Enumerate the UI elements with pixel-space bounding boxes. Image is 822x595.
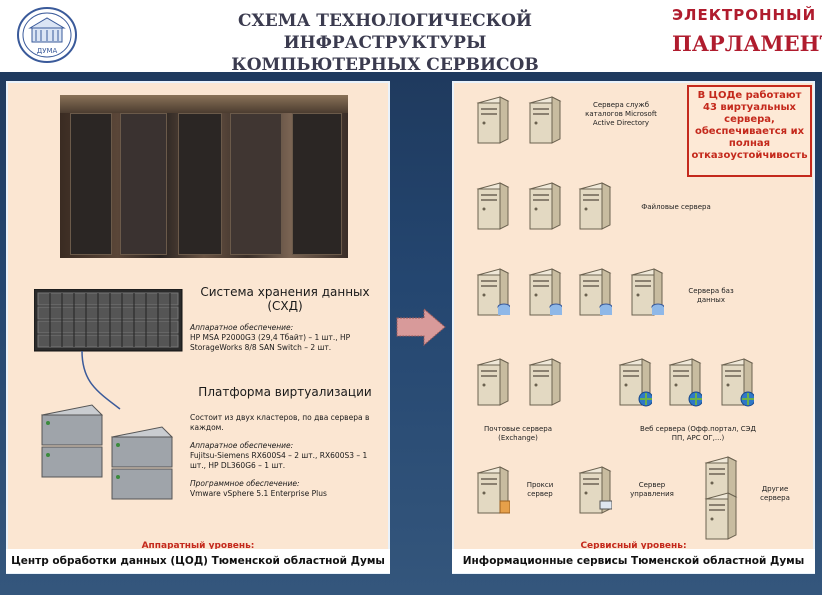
proxy-server-label: Прокси сервер xyxy=(526,481,554,498)
file-server-icon xyxy=(579,182,611,230)
database-server-icon xyxy=(631,268,664,316)
storage-hw-line-2: StorageWorks 8/8 SAN Switch – 2 шт. xyxy=(190,343,332,352)
other-server-icon xyxy=(705,492,737,540)
mail-servers-label: Почтовые сервера (Exchange) xyxy=(484,425,552,442)
directory-server-icon xyxy=(477,96,509,144)
photo-rack xyxy=(120,113,167,255)
hardware-level-label: Аппаратный уровень: xyxy=(141,541,255,551)
storage-title: Система хранения данных (СХД) xyxy=(190,285,380,313)
virt-desc-line-1: Состоит из двух кластеров, по два сервер… xyxy=(190,413,370,422)
virtualization-servers-icon xyxy=(40,404,174,500)
mail-server-icon xyxy=(477,358,509,406)
connector-line xyxy=(81,351,121,410)
photo-rack xyxy=(292,113,342,255)
storage-array-icon xyxy=(34,289,183,352)
storage-hw-line-1: HP MSA P2000G3 (29,4 Тбайт) – 1 шт., HP xyxy=(190,333,351,342)
directory-servers-label: Сервера служб каталогов Microsoft Active… xyxy=(585,101,657,127)
directory-server-icon xyxy=(529,96,561,144)
title-line-2: КОМПЬЮТЕРНЫХ СЕРВИСОВ xyxy=(231,55,539,75)
virt-description: Состоит из двух кластеров, по два сервер… xyxy=(190,413,386,433)
other-servers-label: Другие сервера xyxy=(760,485,790,502)
storage-title-line-2: (СХД) xyxy=(267,299,303,313)
svg-text:ДУМА: ДУМА xyxy=(37,47,58,55)
brand-line-2: ПАРЛАМЕНТ xyxy=(672,31,822,56)
database-server-icon xyxy=(477,268,510,316)
datacenter-photo xyxy=(60,95,348,258)
virt-desc-line-2: каждом. xyxy=(190,423,224,432)
photo-rack xyxy=(178,113,222,255)
file-server-icon xyxy=(529,182,561,230)
virtual-servers-note: В ЦОДе работают 43 виртуальных сервера, … xyxy=(687,85,812,177)
virt-hw-label: Аппаратное обеспечение: xyxy=(190,441,294,450)
virt-sw-label: Программное обеспечение: xyxy=(190,479,300,488)
arrow-right-icon xyxy=(396,308,446,346)
web-servers-label: Веб сервера (Офф.портал, СЭД ПП, АРС ОГ,… xyxy=(640,425,756,442)
hardware-panel: Система хранения данных (СХД) Аппаратное… xyxy=(6,81,390,574)
web-server-icon xyxy=(669,358,702,407)
title-line-1: СХЕМА ТЕХНОЛОГИЧЕСКОЙ ИНФРАСТРУКТУРЫ xyxy=(238,11,532,53)
hardware-footer: Центр обработки данных (ЦОД) Тюменской о… xyxy=(6,549,390,573)
page-title: СХЕМА ТЕХНОЛОГИЧЕСКОЙ ИНФРАСТРУКТУРЫ КОМ… xyxy=(140,10,630,76)
header-bar: ДУМА СХЕМА ТЕХНОЛОГИЧЕСКОЙ ИНФРАСТРУКТУР… xyxy=(0,0,822,75)
services-footer: Информационные сервисы Тюменской областн… xyxy=(452,549,815,573)
photo-rack xyxy=(70,113,112,255)
services-level-label: Сервисный уровень: xyxy=(580,541,687,551)
photo-rack xyxy=(230,113,282,255)
web-server-icon xyxy=(619,358,652,407)
virt-hw-line-1: Fujitsu-Siemens RX600S4 – 2 шт., RX600S3… xyxy=(190,451,368,460)
virt-sw-line-1: Vmware vSphere 5.1 Enterprise Plus xyxy=(190,489,327,498)
duma-logo-icon: ДУМА xyxy=(17,7,77,63)
database-server-icon xyxy=(529,268,562,316)
virt-software: Программное обеспечение: Vmware vSphere … xyxy=(190,479,386,499)
virt-hardware: Аппаратное обеспечение: Fujitsu-Siemens … xyxy=(190,441,386,471)
storage-hw-label: Аппаратное обеспечение: xyxy=(190,323,294,332)
virt-title: Платформа виртуализации xyxy=(198,385,372,399)
storage-title-line-1: Система хранения данных xyxy=(200,285,370,299)
mail-server-icon xyxy=(529,358,561,406)
brand-line-1: ЭЛЕКТРОННЫЙ xyxy=(672,6,817,24)
database-servers-label: Сервера баз данных xyxy=(688,287,734,304)
proxy-server-icon xyxy=(477,466,510,514)
file-server-icon xyxy=(477,182,509,230)
database-server-icon xyxy=(579,268,612,316)
management-server-icon xyxy=(579,466,612,514)
management-server-label: Сервер управления xyxy=(630,481,674,498)
storage-hardware: Аппаратное обеспечение: HP MSA P2000G3 (… xyxy=(190,323,386,353)
virt-hw-line-2: шт., HP DL360G6 – 1 шт. xyxy=(190,461,286,470)
file-servers-label: Файловые сервера xyxy=(641,203,711,211)
photo-ceiling xyxy=(60,95,348,113)
web-server-icon xyxy=(721,358,754,407)
services-panel: В ЦОДе работают 43 виртуальных сервера, … xyxy=(452,81,815,574)
